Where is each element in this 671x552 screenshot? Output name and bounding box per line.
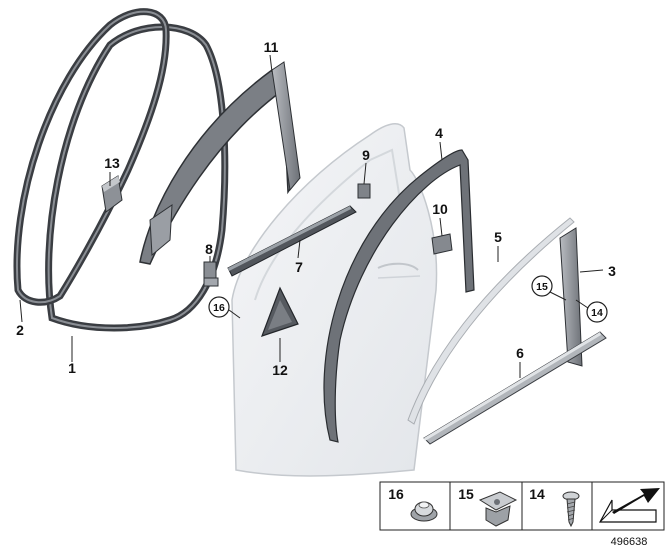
direction-arrow-icon bbox=[598, 488, 660, 523]
plug-icon bbox=[410, 501, 438, 522]
callout-11: 11 bbox=[264, 39, 279, 55]
legend-label-15: 15 bbox=[458, 486, 474, 502]
legend-strip: 16 15 14 bbox=[379, 481, 665, 531]
clip-nut-icon bbox=[478, 491, 518, 527]
callout-9: 9 bbox=[362, 147, 370, 163]
trim-piece bbox=[559, 227, 583, 367]
legend-label-16: 16 bbox=[388, 486, 404, 502]
diagram-id: 496638 bbox=[611, 536, 648, 548]
window-frame-seal bbox=[139, 61, 301, 265]
door-seal-outer bbox=[45, 23, 229, 332]
clip-9 bbox=[357, 183, 371, 199]
waist-strip bbox=[227, 205, 357, 277]
callout-2: 2 bbox=[16, 322, 24, 338]
cap-piece bbox=[101, 175, 123, 213]
callouts: 2 1 11 13 9 4 10 8 7 5 3 6 12 16 15 14 bbox=[16, 39, 616, 378]
callout-7: 7 bbox=[295, 259, 303, 275]
door-seal-inner bbox=[13, 8, 170, 306]
clip-8 bbox=[203, 261, 219, 287]
callout-10: 10 bbox=[432, 201, 448, 217]
callout-15: 15 bbox=[536, 281, 548, 293]
screw-icon bbox=[562, 491, 580, 528]
mirror-triangle bbox=[260, 286, 299, 337]
belt-strip bbox=[423, 331, 607, 445]
callout-16: 16 bbox=[213, 302, 225, 314]
glass-seal-strip bbox=[407, 217, 575, 425]
callout-8: 8 bbox=[205, 241, 213, 257]
clip-10 bbox=[431, 233, 453, 255]
callout-3: 3 bbox=[608, 263, 616, 279]
callout-12: 12 bbox=[272, 362, 288, 378]
callout-1: 1 bbox=[68, 360, 76, 376]
legend-label-14: 14 bbox=[529, 486, 545, 502]
callout-4: 4 bbox=[435, 125, 443, 141]
leader-lines bbox=[19, 54, 604, 378]
callout-14: 14 bbox=[591, 307, 603, 319]
callout-6: 6 bbox=[516, 345, 524, 361]
callout-5: 5 bbox=[494, 229, 502, 245]
callout-13: 13 bbox=[104, 155, 120, 171]
frame-rail-seal bbox=[323, 149, 475, 443]
